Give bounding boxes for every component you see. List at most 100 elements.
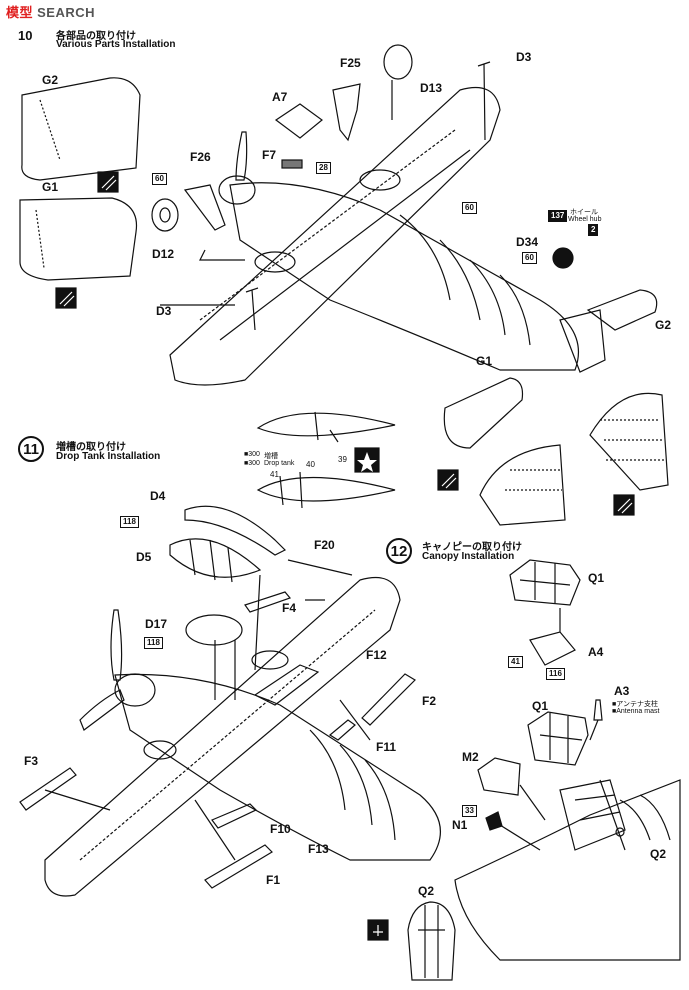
color-code-60b: 60 — [462, 202, 477, 214]
tail-inset-2 — [479, 444, 566, 526]
rack-d4 — [184, 505, 287, 556]
label-q2-bottom: Q2 — [418, 884, 435, 898]
label-d34: D34 — [516, 235, 539, 249]
step12-title-jp: キャノピーの取り付け — [422, 542, 522, 553]
color-code-116: 116 — [546, 668, 565, 680]
label-f13: F13 — [308, 842, 329, 856]
panel-f3 — [19, 767, 77, 811]
label-f4: F4 — [282, 601, 297, 615]
step10-title-jp: 各部品の取り付け — [56, 31, 136, 42]
label-d17: D17 — [145, 617, 168, 631]
label-f2: F2 — [422, 694, 437, 708]
label-f11: F11 — [376, 740, 397, 754]
wheel-well-11 — [143, 740, 177, 760]
gear-leg-f26 — [183, 184, 226, 231]
label-q1-top: Q1 — [588, 571, 605, 585]
label-g1-left: G1 — [42, 180, 59, 194]
tank-jp: 増槽 — [264, 453, 278, 460]
tank-en: Drop tank — [264, 460, 295, 467]
g2-panel — [21, 77, 141, 181]
label-q1-mid: Q1 — [532, 699, 549, 713]
color-code-2: 2 — [588, 224, 599, 236]
antenna-a3 — [593, 699, 603, 721]
step11-title-en: Drop Tank Installation — [56, 451, 161, 462]
panel-f12 — [253, 664, 320, 706]
label-g2-right: G2 — [655, 318, 672, 332]
part-a4 — [529, 631, 576, 666]
panel-f2 — [361, 673, 416, 726]
g1-center — [443, 377, 524, 449]
label-f1: F1 — [266, 873, 281, 887]
propeller-11 — [110, 609, 123, 681]
color-code-118b: 118 — [144, 637, 163, 649]
wheel-d13 — [383, 44, 413, 80]
label-d5: D5 — [136, 550, 152, 564]
wheel-d12 — [151, 198, 179, 232]
color-code-137: 137 — [548, 210, 568, 222]
canopy-q1-top — [509, 559, 581, 606]
part-a7 — [274, 103, 323, 139]
color-code-39: 39 — [338, 455, 347, 464]
watermark-cn: 模型 — [6, 5, 34, 20]
label-a3: A3 — [614, 684, 630, 698]
gear-door-f25 — [332, 83, 361, 142]
wheel-hub-jp: ホイール — [570, 209, 598, 216]
color-code-60c: 60 — [522, 252, 537, 264]
label-g2-top: G2 — [42, 73, 59, 87]
color-code-33: 33 — [462, 805, 477, 817]
d3-top — [477, 61, 491, 141]
label-d3-left: D3 — [156, 304, 172, 318]
wheel-hub-en: Wheel hub — [568, 216, 602, 223]
label-f26: F26 — [190, 150, 211, 164]
panel-f10 — [211, 803, 258, 829]
watermark: 模型 SEARCH — [6, 2, 95, 21]
label-d12: D12 — [152, 247, 175, 261]
panel-f11 — [328, 719, 356, 741]
label-f25: F25 — [340, 56, 361, 70]
tail-wheel-d34 — [552, 247, 574, 269]
antenna-mast-en: ■Antenna mast — [612, 708, 660, 715]
g1-panel — [19, 197, 138, 281]
color-code-41b: 41 — [270, 470, 279, 479]
propeller-10 — [235, 131, 248, 181]
tail-10 — [559, 309, 606, 373]
color-code-118a: 118 — [120, 516, 139, 528]
drop-tank-d5 — [169, 538, 262, 578]
label-d13: D13 — [420, 81, 443, 95]
label-q2-right: Q2 — [650, 847, 667, 861]
tank-ref-1: ■300 — [244, 451, 260, 458]
label-d3-top: D3 — [516, 50, 532, 64]
panel-f4 — [244, 591, 292, 613]
color-code-41a: 41 — [508, 656, 523, 668]
label-f7: F7 — [262, 148, 277, 162]
step11-title-jp: 増槽の取り付け — [56, 442, 126, 453]
aircraft-wing-10 — [169, 86, 501, 386]
label-m2: M2 — [462, 750, 479, 764]
antenna-mast-jp: ■アンテナ支柱 — [612, 701, 658, 708]
canopy-q1-mid — [527, 711, 589, 766]
step12-number: 12 — [386, 538, 412, 564]
step10-number: 10 — [18, 28, 33, 43]
label-d4: D4 — [150, 489, 166, 503]
color-code-28: 28 — [316, 162, 331, 174]
watermark-en: SEARCH — [37, 5, 96, 20]
tank-ref-2: ■300 — [244, 460, 260, 467]
label-f12: F12 — [366, 648, 387, 662]
part-f7 — [281, 159, 303, 169]
aircraft-fuselage-10 — [229, 182, 579, 371]
aircraft-wing-11 — [44, 576, 401, 897]
tank-bottom-view — [256, 476, 396, 502]
label-a4: A4 — [588, 645, 604, 659]
label-f3: F3 — [24, 754, 39, 768]
rod-f20 — [287, 559, 353, 576]
color-code-60a: 60 — [152, 173, 167, 185]
part-m2 — [477, 757, 521, 796]
label-f10: F10 — [270, 822, 291, 836]
canopy-q2-inset — [407, 901, 456, 981]
panel-f1 — [204, 844, 273, 889]
step12-title-en: Canopy Installation — [422, 551, 515, 562]
wheel-well-right — [359, 169, 401, 191]
g2-right — [586, 289, 658, 331]
label-g1-center: G1 — [476, 354, 493, 368]
part-n1 — [485, 811, 503, 831]
